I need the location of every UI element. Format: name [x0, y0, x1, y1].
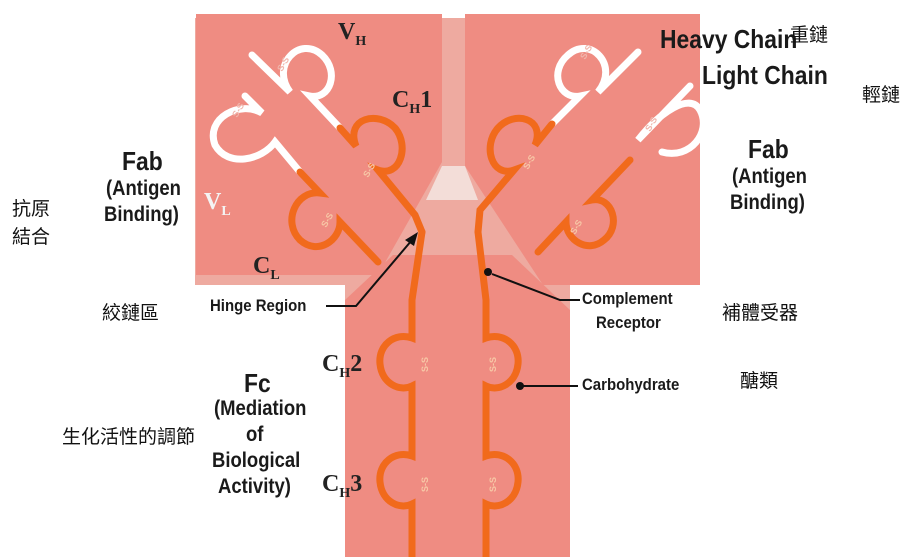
fc-sub-line2: of [246, 424, 263, 446]
disulfide-fc-left-ch2: S-S [420, 357, 430, 372]
vl-domain-label: VL [204, 190, 231, 219]
cl-domain-label: CL [253, 254, 280, 283]
complement-receptor-label-line1: Complement [582, 290, 673, 308]
chinese-complement-receptor: 補體受器 [722, 304, 798, 324]
fab-right-sub-line2: Binding) [730, 192, 805, 214]
fc-sub-line3: Biological [212, 450, 300, 472]
ch2-domain-label: CH2 [322, 352, 362, 381]
fab-left-title: Fab [122, 148, 163, 175]
chinese-light-chain: 輕鏈 [862, 86, 900, 106]
chinese-biological-regulation: 生化活性的調節 [62, 428, 195, 448]
hinge-region-label: Hinge Region [210, 297, 306, 315]
disulfide-fc-right-ch2: S-S [488, 357, 498, 372]
chinese-heavy-chain: 重鏈 [790, 26, 828, 46]
fc-sub-line1: (Mediation [214, 398, 306, 420]
fab-left-sub-line1: (Antigen [106, 178, 181, 200]
carbohydrate-label: Carbohydrate [582, 376, 679, 394]
fab-right-title: Fab [748, 136, 789, 163]
carbohydrate-dot [516, 382, 524, 390]
fab-left-sub-line2: Binding) [104, 204, 179, 226]
fc-title: Fc [244, 370, 271, 397]
chinese-carbohydrate: 醣類 [740, 372, 778, 392]
chinese-antigen-binding-line1: 抗原 [12, 200, 50, 220]
fc-sub-line4: Activity) [218, 476, 291, 498]
fab-right-sub-line1: (Antigen [732, 166, 807, 188]
chinese-antigen-binding-line2: 結合 [12, 228, 50, 248]
light-chain-label: Light Chain [702, 62, 828, 89]
complement-receptor-label-line2: Receptor [596, 314, 661, 332]
disulfide-fc-right-ch3: S-S [488, 477, 498, 492]
disulfide-fc-left-ch3: S-S [420, 477, 430, 492]
complement-dot [484, 268, 492, 276]
chinese-hinge-region: 絞鏈區 [102, 304, 159, 324]
fc-panel [345, 255, 570, 557]
ch3-domain-label: CH3 [322, 472, 362, 501]
heavy-chain-label: Heavy Chain [660, 26, 797, 53]
vh-domain-label: VH [338, 20, 366, 49]
ch1-domain-label: CH1 [392, 88, 432, 117]
